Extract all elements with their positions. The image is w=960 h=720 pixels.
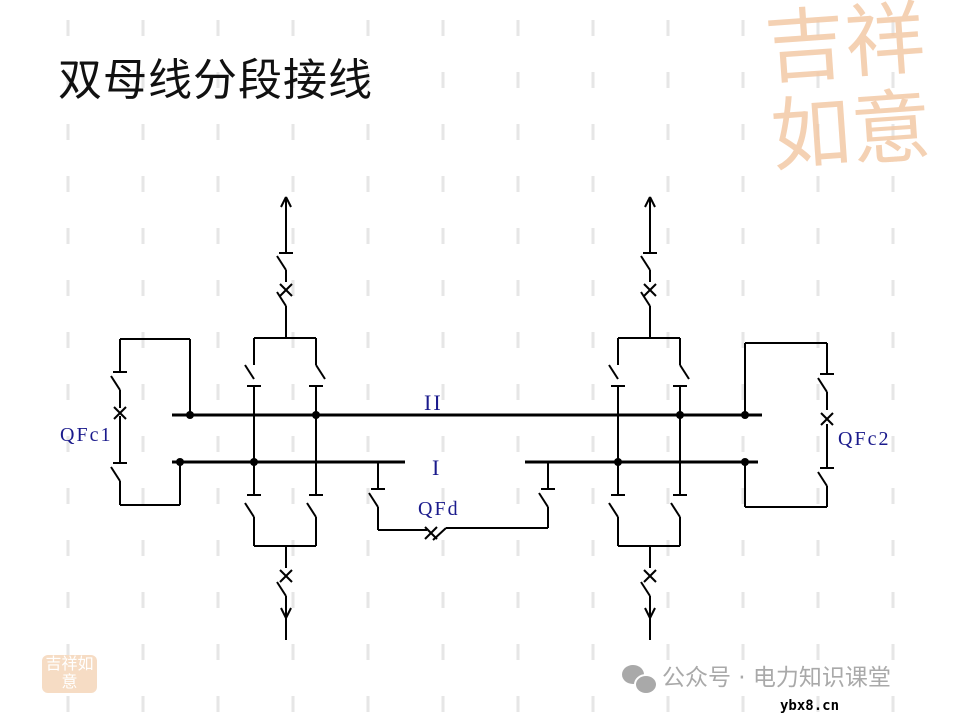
- disconnector-blade: [640, 255, 651, 271]
- junction-dot: [741, 411, 749, 419]
- junction-dot: [614, 458, 622, 466]
- disconnector-blade: [110, 466, 121, 482]
- disconnector-blade: [306, 502, 317, 518]
- qfd-label: QFd: [418, 498, 460, 520]
- breaker-blade: [432, 527, 447, 541]
- disconnector-blade: [110, 375, 121, 391]
- page-title: 双母线分段接线: [58, 55, 373, 106]
- arrow-icon: [285, 607, 292, 619]
- disconnector-blade: [817, 471, 828, 487]
- disconnector-blade: [670, 502, 681, 518]
- disconnector-blade: [244, 364, 255, 380]
- arrow-icon: [649, 607, 656, 619]
- site-text: ybx8.cn: [780, 698, 840, 714]
- breaker-cross: [643, 283, 657, 297]
- breaker-cross: [279, 569, 293, 583]
- junction-dot: [676, 411, 684, 419]
- junction-dot: [176, 458, 184, 466]
- arrow-icon: [644, 607, 651, 619]
- breaker-cross: [279, 283, 293, 297]
- breaker-cross: [643, 569, 657, 583]
- disconnector-blade: [608, 364, 619, 380]
- bus-ii-label: II: [424, 390, 443, 415]
- junction-dot: [250, 458, 258, 466]
- watermark: 公众号 · 电力知识课堂: [622, 664, 891, 695]
- qfc2-label: QFc2: [838, 428, 891, 450]
- wechat-icon: [622, 665, 658, 695]
- junction-dot: [186, 411, 194, 419]
- qfc1-label: QFc1: [60, 424, 113, 446]
- bus-i-label: I: [432, 455, 442, 480]
- arrow-icon: [280, 607, 287, 619]
- disconnector-blade: [276, 291, 287, 307]
- breaker-cross: [424, 526, 438, 540]
- disconnector-blade: [640, 581, 651, 597]
- disconnector-blade: [368, 492, 379, 508]
- breaker-cross: [113, 406, 127, 420]
- junction-dot: [312, 411, 320, 419]
- breaker-cross: [820, 412, 834, 426]
- disconnector-blade: [276, 581, 287, 597]
- watermark-text: 公众号 · 电力知识课堂: [662, 665, 891, 691]
- junction-dot: [741, 458, 749, 466]
- disconnector-blade: [608, 502, 619, 518]
- small-logo: 吉祥如意: [42, 655, 97, 693]
- disconnector-blade: [315, 364, 326, 380]
- disconnector-blade: [817, 377, 828, 393]
- disconnector-blade: [640, 291, 651, 307]
- disconnector-blade: [679, 364, 690, 380]
- disconnector-blade: [538, 492, 549, 508]
- disconnector-blade: [276, 255, 287, 271]
- disconnector-blade: [244, 502, 255, 518]
